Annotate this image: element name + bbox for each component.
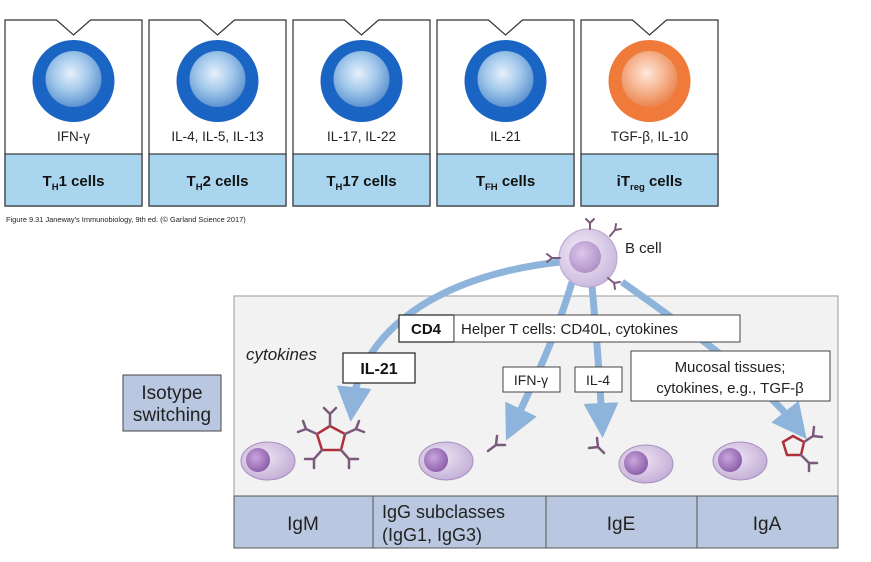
- cell-label-band: [580, 153, 719, 207]
- mucosal-line1: Mucosal tissues;: [675, 359, 786, 376]
- figure-caption: Figure 9.31 Janeway's Immunobiology, 9th…: [6, 215, 246, 224]
- label-main: T: [187, 173, 196, 190]
- mucosal-box: [630, 350, 831, 402]
- cytokine-list: IL-4, IL-5, IL-13: [171, 129, 263, 144]
- label-suffix: cells: [498, 173, 536, 190]
- cd4-box: [398, 314, 455, 343]
- il21-box: [342, 352, 416, 384]
- cytokine-list: TGF-β, IL-10: [611, 129, 689, 144]
- cytokines-label: cytokines: [246, 345, 317, 364]
- plasma-cell-igg: [418, 441, 474, 481]
- cytokine-list: IFN-γ: [57, 129, 90, 144]
- isotype-label-line1: Isotype: [141, 383, 202, 404]
- cell-nucleus: [45, 51, 102, 107]
- igg-antibody-icon: [486, 434, 507, 453]
- label-subscript: H: [52, 182, 59, 193]
- label-main: T: [326, 173, 335, 190]
- cell-label-band: [292, 153, 431, 207]
- label-main: T: [43, 173, 52, 190]
- cell-subset-label: TH1 cells: [43, 173, 105, 193]
- cell-subset-label: iTreg cells: [617, 173, 683, 193]
- helper-t-label: Helper T cells: CD40L, cytokines: [461, 321, 678, 338]
- isotype-band: [233, 495, 839, 549]
- cell-label-band: [4, 153, 143, 207]
- cytokine-list: IL-21: [490, 129, 521, 144]
- il4-box: [574, 366, 623, 393]
- plasma-cell-igm: [240, 441, 296, 481]
- cd4-label: CD4: [411, 321, 442, 338]
- cell-subset-label: TFH cells: [476, 173, 535, 193]
- il21-label: IL-21: [360, 361, 397, 378]
- mucosal-line2: cytokines, e.g., TGF-β: [656, 380, 804, 397]
- isotype-iga: IgA: [753, 514, 782, 535]
- cytokine-list: IL-17, IL-22: [327, 129, 396, 144]
- plasma-cell-ige: [618, 444, 674, 484]
- cell-nucleus: [333, 51, 390, 107]
- label-subscript: FH: [485, 182, 498, 193]
- cell-label-band: [436, 153, 575, 207]
- label-suffix: 17 cells: [342, 173, 396, 190]
- label-suffix: 2 cells: [203, 173, 249, 190]
- ifn-box: [502, 366, 561, 393]
- b-cell: [546, 218, 622, 290]
- isotype-igm: IgM: [287, 514, 319, 535]
- isotype-label-line2: switching: [133, 405, 211, 426]
- helper-t-box: [453, 314, 741, 343]
- plasma-cell-iga: [712, 441, 768, 481]
- cell-subset-label: TH17 cells: [326, 173, 396, 193]
- label-subscript: reg: [630, 182, 645, 193]
- cell-nucleus: [477, 51, 534, 107]
- label-suffix: 1 cells: [59, 173, 105, 190]
- iga-dimer-icon: [781, 425, 824, 473]
- cell-subset-label: TH2 cells: [187, 173, 249, 193]
- il4-label: IL-4: [586, 372, 610, 388]
- cell-nucleus: [621, 51, 678, 107]
- ige-antibody-icon: [587, 436, 606, 455]
- isotype-igg-line1: IgG subclasses: [382, 502, 505, 522]
- arrow-to-ige: [583, 285, 619, 438]
- label-subscript: H: [336, 182, 343, 193]
- arrow-to-igg: [505, 281, 576, 441]
- t-cell-card: TGF-β, IL-10 iTreg cells: [580, 19, 719, 207]
- label-subscript: H: [196, 182, 203, 193]
- label-main: T: [476, 173, 485, 190]
- cell-nucleus: [189, 51, 246, 107]
- isotype-switching-box: [122, 374, 222, 432]
- label-main: iT: [617, 173, 630, 190]
- igm-pentamer-icon: [296, 406, 366, 470]
- isotype-ige: IgE: [607, 514, 636, 535]
- label-suffix: cells: [645, 173, 683, 190]
- ifn-label: IFN-γ: [514, 372, 548, 388]
- cell-label-band: [148, 153, 287, 207]
- b-cell-label: B cell: [625, 240, 662, 257]
- isotype-igg-line2: (IgG1, IgG3): [382, 525, 482, 545]
